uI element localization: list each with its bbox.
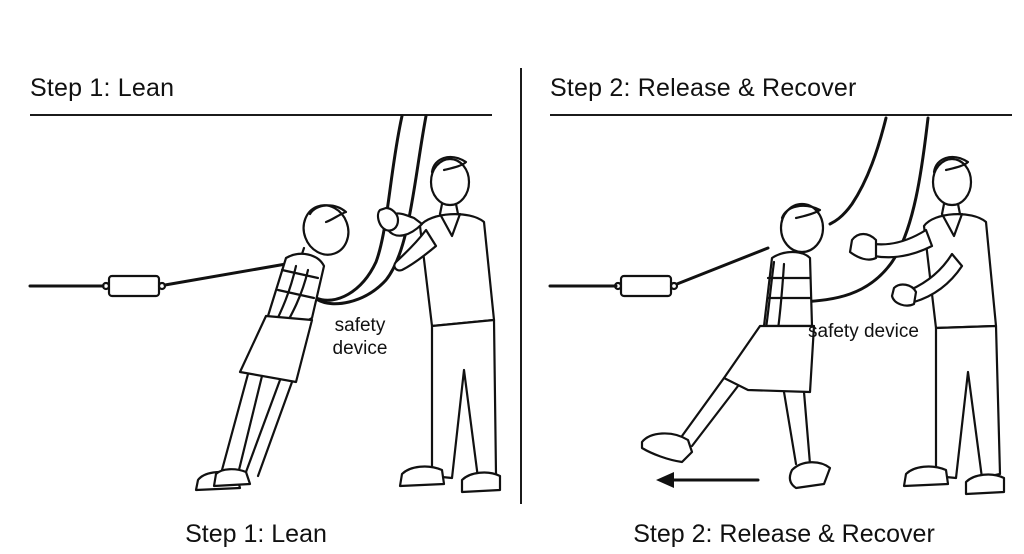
direction-arrow bbox=[656, 472, 760, 488]
safety-device-cable bbox=[800, 116, 930, 304]
therapist-ready bbox=[848, 155, 1006, 496]
force-sensor-box bbox=[107, 274, 161, 298]
title-rule bbox=[550, 114, 1012, 116]
safety-device-label: safety device bbox=[808, 321, 919, 342]
title-rule bbox=[30, 114, 492, 116]
tether-cable bbox=[548, 246, 770, 298]
safety-device-cable bbox=[314, 114, 428, 306]
safety-device-label-line-1: safety bbox=[334, 315, 386, 336]
panel-title: Step 1: Lean bbox=[30, 74, 175, 102]
boy-leaning bbox=[194, 204, 350, 492]
force-sensor-box bbox=[619, 274, 673, 298]
panel-caption: Step 1: Lean bbox=[185, 520, 327, 548]
tether-cable bbox=[28, 262, 288, 298]
boy-stepping bbox=[640, 202, 832, 490]
panel-title: Step 2: Release & Recover bbox=[550, 74, 857, 102]
safety-device-label-line-2: device bbox=[332, 338, 388, 359]
lean-illustration bbox=[28, 114, 502, 494]
safety-device-label: safety device bbox=[330, 314, 390, 360]
therapist-holding bbox=[376, 155, 502, 494]
panel-caption: Step 2: Release & Recover bbox=[633, 520, 935, 548]
panel-step-1: Step 1: Lean bbox=[28, 74, 502, 548]
panel-step-2: Step 2: Release & Recover bbox=[512, 0, 1024, 554]
panel-divider bbox=[520, 68, 522, 504]
release-recover-illustration bbox=[548, 116, 1006, 496]
